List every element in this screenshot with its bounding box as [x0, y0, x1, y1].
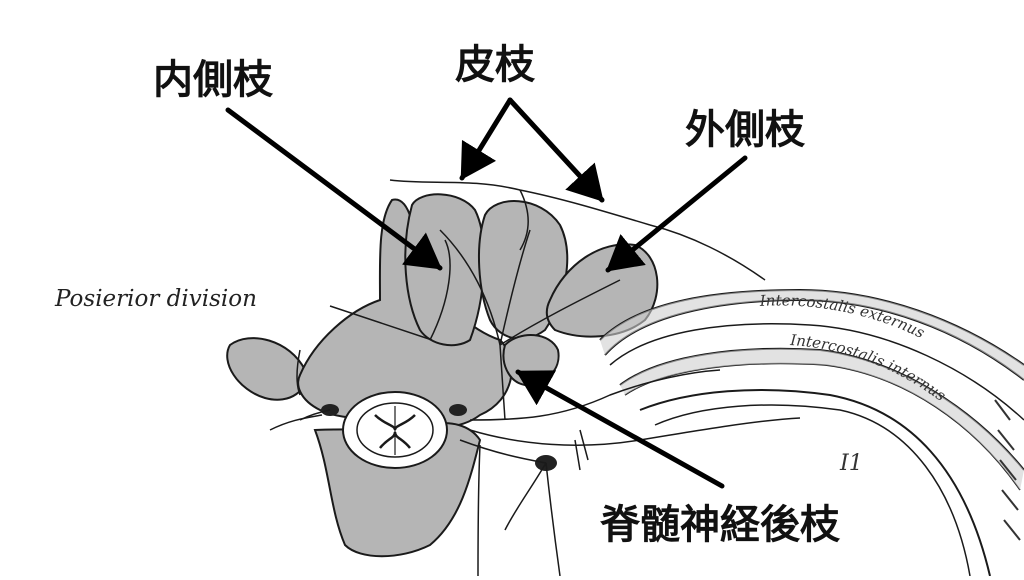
lateral-branch-label: 外側枝 — [685, 107, 805, 153]
muscle-masses — [226, 193, 659, 558]
nerve-fibers — [269, 179, 801, 577]
posterior-division-label: Posierior division — [55, 286, 257, 312]
intercostalis-externus-text: Intercostalis externus — [758, 291, 927, 342]
posterior-ramus-arrow — [515, 369, 725, 489]
intercostal-fill — [600, 290, 1024, 490]
posterior-ramus-label: 脊髄神経後枝 — [600, 502, 840, 548]
rib-hatching — [994, 399, 1021, 541]
annotation-arrows — [225, 97, 748, 489]
medial-branch-arrow — [225, 107, 443, 271]
cutaneous-branch-label: 皮枝 — [455, 42, 535, 88]
cutaneous-arrow-left — [459, 97, 513, 181]
margin-text: I1 — [839, 451, 863, 476]
upper-central-lobe — [478, 200, 569, 340]
lateral-branch-arrow — [605, 155, 748, 273]
left-lobe — [226, 337, 307, 401]
cutaneous-arrow-right — [507, 97, 605, 203]
medial-branch-label: 内側枝 — [153, 57, 273, 103]
posterior-division-leader — [329, 305, 433, 341]
medial-lobe — [404, 193, 486, 347]
